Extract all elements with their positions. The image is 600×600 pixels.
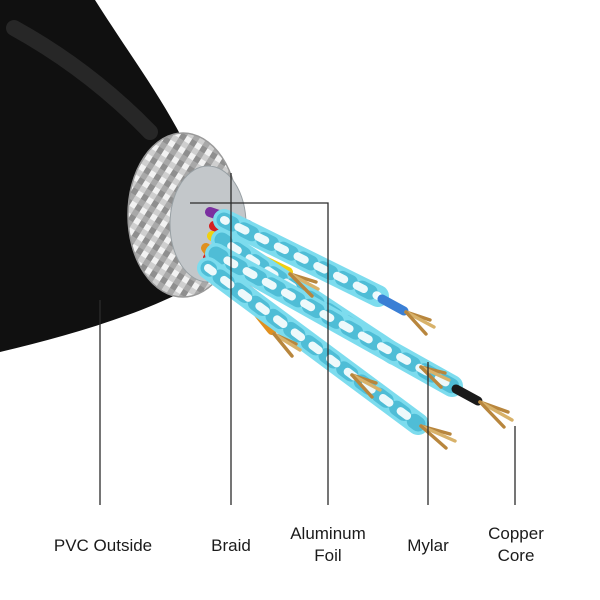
copper-strands-green <box>419 365 451 389</box>
label-braid: Braid <box>211 536 251 555</box>
label-copper-core: Copper Core <box>488 523 544 567</box>
copper-strands-black-wire <box>478 400 514 429</box>
label-copper-core-line2: Core <box>497 546 535 565</box>
label-aluminum-foil: Aluminum Foil <box>290 523 366 567</box>
label-mylar: Mylar <box>407 536 449 555</box>
pvc-jacket-highlight <box>6 20 158 140</box>
copper-strands-yellow <box>288 272 320 298</box>
copper-strands-pair-d <box>419 424 457 450</box>
twisted-pair-a <box>213 209 409 316</box>
label-copper-core-line1: Copper <box>488 524 544 543</box>
leader-lines <box>99 173 516 505</box>
wire-blue <box>377 294 409 316</box>
copper-strands-blue <box>404 310 436 336</box>
leader-aluminum-foil <box>190 202 329 505</box>
wire-black <box>451 384 483 406</box>
copper-strands-red <box>350 373 382 399</box>
label-aluminum-foil-line1: Aluminum <box>290 524 366 543</box>
label-pvc-outside: PVC Outside <box>53 536 153 555</box>
copper-strands-orange <box>272 332 302 358</box>
label-aluminum-foil-line2: Foil <box>314 546 342 565</box>
twisted-pair-c <box>205 243 483 406</box>
twisted-pair-d <box>197 257 429 435</box>
